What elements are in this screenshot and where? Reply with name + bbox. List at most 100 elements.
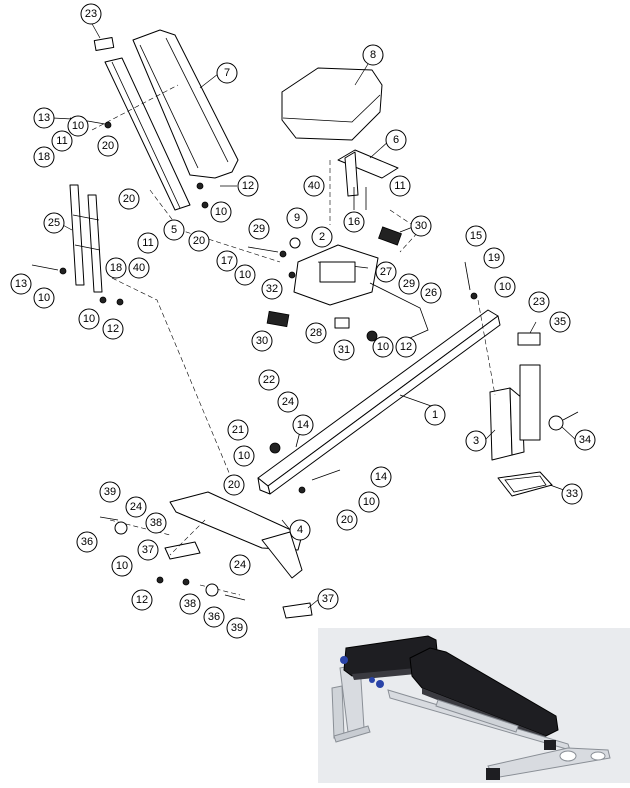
callout-21: 21 [227,419,249,441]
callout-7: 7 [216,62,238,84]
svg-text:20: 20 [123,193,135,205]
foot-caps [282,602,313,619]
svg-text:24: 24 [282,396,294,408]
svg-text:24: 24 [234,559,246,571]
svg-text:10: 10 [116,560,128,572]
svg-text:25: 25 [48,217,60,229]
svg-text:13: 13 [38,112,50,124]
svg-text:12: 12 [400,341,412,353]
callout-20: 20 [188,230,210,252]
callout-5: 5 [163,219,185,241]
callout-12: 12 [395,336,417,358]
callout-34: 34 [574,429,596,451]
callout-14: 14 [292,414,314,436]
callout-33: 33 [561,483,583,505]
svg-text:20: 20 [341,514,353,526]
callout-28: 28 [305,322,327,344]
svg-text:35: 35 [554,316,566,328]
svg-text:40: 40 [133,262,145,274]
callout-10: 10 [33,287,55,309]
adjust-knob [548,411,579,431]
callout-14: 14 [370,466,392,488]
callout-6: 6 [385,129,407,151]
callout-9: 9 [286,207,308,229]
callout-18: 18 [105,257,127,279]
pull-pin [289,237,429,339]
svg-text:36: 36 [81,536,93,548]
callout-17: 17 [216,250,238,272]
callout-24: 24 [125,496,147,518]
svg-text:11: 11 [394,180,405,192]
svg-text:23: 23 [85,8,97,20]
callout-2: 2 [311,226,333,248]
callout-15: 15 [465,225,487,247]
svg-text:22: 22 [263,374,275,386]
svg-text:37: 37 [142,544,154,556]
svg-text:33: 33 [566,488,578,500]
callout-36: 36 [203,606,225,628]
callout-20: 20 [223,474,245,496]
callout-25: 25 [43,212,65,234]
callout-11: 11 [51,130,73,152]
foot-pad-rear [497,471,553,497]
svg-text:10: 10 [215,206,227,218]
callout-24: 24 [277,391,299,413]
callout-36: 36 [76,531,98,553]
callout-20: 20 [97,135,119,157]
callout-30: 30 [251,330,273,352]
callout-10: 10 [111,555,133,577]
callout-11: 11 [137,232,159,254]
svg-text:30: 30 [256,335,268,347]
svg-text:38: 38 [184,598,196,610]
svg-text:16: 16 [348,216,360,228]
callout-29: 29 [248,218,270,240]
svg-text:20: 20 [193,235,205,247]
callout-1: 1 [424,404,446,426]
callout-37: 37 [137,539,159,561]
svg-text:17: 17 [221,255,233,267]
callout-10: 10 [234,264,256,286]
svg-text:34: 34 [579,434,591,446]
callout-26: 26 [420,282,442,304]
callout-29: 29 [398,273,420,295]
svg-text:10: 10 [238,450,250,462]
assembled-bench-render [318,628,630,783]
callout-37: 37 [317,588,339,610]
svg-text:27: 27 [380,266,392,278]
svg-text:2: 2 [319,231,325,243]
svg-text:39: 39 [231,622,243,634]
front-base [164,491,303,579]
svg-text:10: 10 [377,341,389,353]
main-rail [257,309,501,495]
callout-24: 24 [229,554,251,576]
callout-10: 10 [494,276,516,298]
bench-render-icon [331,635,611,780]
callout-18: 18 [33,146,55,168]
callout-10: 10 [78,308,100,330]
callout-40: 40 [128,257,150,279]
svg-text:32: 32 [266,283,278,295]
callout-13: 13 [10,273,32,295]
svg-text:11: 11 [142,237,153,249]
callout-20: 20 [118,188,140,210]
svg-text:12: 12 [136,594,148,606]
svg-text:1: 1 [432,409,438,421]
svg-text:18: 18 [38,151,50,163]
svg-text:20: 20 [102,140,114,152]
callout-8: 8 [362,44,384,66]
svg-text:19: 19 [488,252,500,264]
svg-text:24: 24 [130,501,142,513]
callout-19: 19 [483,247,505,269]
svg-text:36: 36 [208,611,220,623]
svg-text:21: 21 [232,424,244,436]
svg-text:7: 7 [224,67,230,79]
svg-text:4: 4 [297,524,303,536]
callout-10: 10 [210,201,232,223]
svg-text:37: 37 [322,593,334,605]
svg-text:40: 40 [308,180,320,192]
callout-32: 32 [261,278,283,300]
svg-text:12: 12 [107,323,119,335]
rear-leg [489,332,541,461]
svg-text:39: 39 [104,486,116,498]
